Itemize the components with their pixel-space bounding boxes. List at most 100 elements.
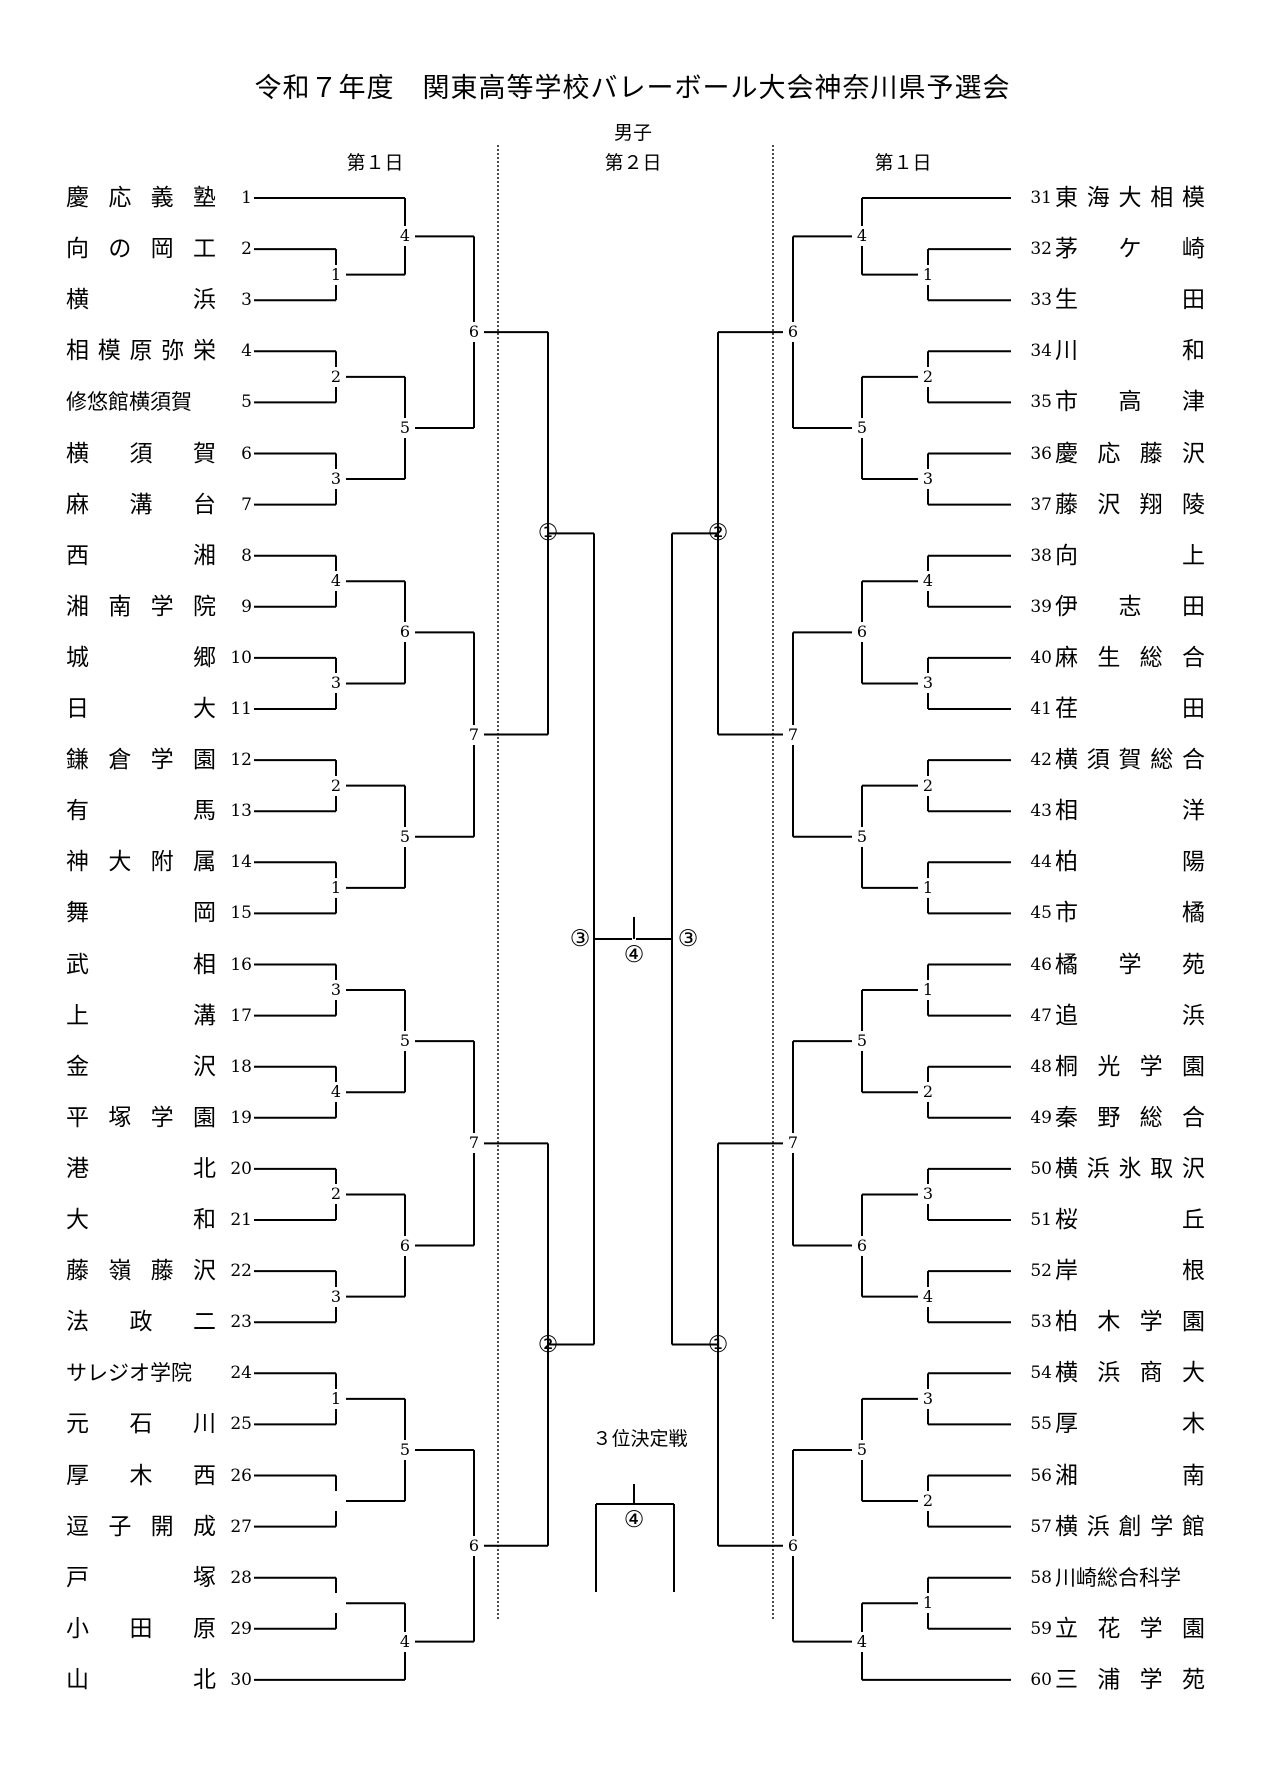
right-team-name: 川崎総合科学 xyxy=(1055,1565,1181,1590)
left-r1-match-number: 3 xyxy=(326,980,346,1001)
left-team-name: 上溝 xyxy=(66,1002,216,1029)
left-team-name: 元石川 xyxy=(66,1411,216,1438)
right-r2-match-number: 4 xyxy=(852,1631,872,1652)
right-team-name: 追浜 xyxy=(1055,1002,1205,1029)
left-r3-match-number: 6 xyxy=(464,1535,484,1556)
left-seed-number: 11 xyxy=(230,699,252,719)
right-seed-number: 48 xyxy=(1030,1056,1052,1077)
right-seed-number: 45 xyxy=(1030,903,1052,924)
right-seed-number: 52 xyxy=(1030,1261,1052,1282)
left-r2-match-number: 5 xyxy=(395,826,415,847)
right-seed-number: 58 xyxy=(1030,1567,1052,1588)
left-r1-match-number: 3 xyxy=(326,1286,346,1307)
left-seed-number: 1 xyxy=(241,188,252,208)
left-team-name: 日大 xyxy=(66,696,216,722)
right-team-name: 東海大相模 xyxy=(1055,185,1205,211)
right-seed-number: 54 xyxy=(1030,1363,1052,1384)
left-seed-number: 6 xyxy=(241,443,252,464)
right-r1-match-number: 3 xyxy=(918,1388,938,1409)
day1-left-header: 第１日 xyxy=(346,152,404,174)
left-r1-match-number xyxy=(326,1593,346,1614)
left-team-name: 横須賀 xyxy=(66,440,216,467)
left-seed-number: 3 xyxy=(241,290,252,311)
left-seed-number: 22 xyxy=(230,1261,252,1282)
left-r2-match-number: 5 xyxy=(395,1439,415,1460)
right-seed-number: 40 xyxy=(1030,647,1052,668)
left-seed-number: 14 xyxy=(230,852,252,873)
right-team-name: 桜丘 xyxy=(1055,1207,1205,1233)
left-seed-number: 10 xyxy=(230,647,252,668)
right-r3-match-number: 6 xyxy=(783,322,803,343)
left-team-name: 小田原 xyxy=(66,1615,216,1642)
right-r2-match-number: 5 xyxy=(852,826,872,847)
left-seed-number: 7 xyxy=(241,494,252,515)
left-r1-match-number: 3 xyxy=(326,673,346,694)
right-seed-number: 56 xyxy=(1030,1465,1052,1486)
right-seed-number: 55 xyxy=(1030,1414,1052,1435)
left-seed-number: 20 xyxy=(230,1158,252,1179)
right-team-name: 慶応藤沢 xyxy=(1055,440,1205,467)
left-team-name: 法政二 xyxy=(66,1309,216,1336)
right-seed-number: 35 xyxy=(1030,392,1052,413)
right-seed-number: 60 xyxy=(1030,1669,1052,1690)
left-seed-number: 15 xyxy=(230,903,252,924)
left-team-name: 戸塚 xyxy=(66,1564,216,1591)
left-team-name: 湘南学院 xyxy=(66,593,216,620)
left-r1-match-number: 1 xyxy=(326,1388,346,1409)
right-team-name: 伊志田 xyxy=(1055,593,1205,620)
left-seed-number: 25 xyxy=(230,1414,252,1435)
right-seed-number: 49 xyxy=(1030,1107,1052,1128)
left-team-name: 藤嶺藤沢 xyxy=(66,1258,216,1285)
right-team-name: 橘学苑 xyxy=(1055,951,1205,978)
right-team-name: 麻生総合 xyxy=(1055,644,1205,671)
left-r2-match-number: 5 xyxy=(395,417,415,438)
left-r3-match-number: 6 xyxy=(464,322,484,343)
left-seed-number: 5 xyxy=(241,392,252,413)
left-team-name: 向の岡工 xyxy=(66,236,216,263)
left-team-name: サレジオ学院 xyxy=(66,1361,192,1386)
left-r3-match-number: 7 xyxy=(464,724,484,745)
left-r2-match-number: 6 xyxy=(395,622,415,643)
left-team-name: 舞岡 xyxy=(66,900,216,927)
right-r1-match-number: 2 xyxy=(918,775,938,796)
right-r1-match-number: 4 xyxy=(918,571,938,592)
right-seed-number: 41 xyxy=(1030,699,1052,719)
right-r1-match-number: 1 xyxy=(918,1593,938,1614)
right-seed-number: 37 xyxy=(1030,494,1052,515)
third-place-match: ④ xyxy=(623,1507,645,1533)
right-seed-number: 42 xyxy=(1030,750,1052,771)
right-r1-match-number: 2 xyxy=(918,366,938,387)
right-team-name: 川和 xyxy=(1055,338,1205,365)
right-day2-match-2: ① xyxy=(707,1331,729,1358)
left-team-name: 鎌倉学園 xyxy=(66,747,216,774)
left-seed-number: 17 xyxy=(230,1005,252,1026)
left-r1-match-number: 2 xyxy=(326,775,346,796)
left-seed-number: 9 xyxy=(241,596,252,617)
right-r1-match-number: 2 xyxy=(918,1082,938,1103)
left-team-name: 有馬 xyxy=(66,798,216,825)
left-r2-match-number: 4 xyxy=(395,1631,415,1652)
left-day2-match-1: ① xyxy=(537,520,559,547)
right-team-name: 三浦学苑 xyxy=(1055,1666,1205,1693)
left-r1-match-number: 1 xyxy=(326,877,346,898)
left-seed-number: 2 xyxy=(241,239,252,260)
left-team-name: 大和 xyxy=(66,1207,216,1233)
left-team-name: 麻溝台 xyxy=(66,491,216,518)
right-team-name: 市橘 xyxy=(1055,900,1205,927)
left-team-name: 港北 xyxy=(66,1155,216,1182)
right-r2-match-number: 4 xyxy=(852,226,872,247)
right-seed-number: 33 xyxy=(1030,290,1052,311)
left-team-name: 厚木西 xyxy=(66,1462,216,1489)
right-seed-number: 46 xyxy=(1030,954,1052,975)
right-r2-match-number: 5 xyxy=(852,417,872,438)
right-team-name: 秦野総合 xyxy=(1055,1104,1205,1131)
right-seed-number: 43 xyxy=(1030,801,1052,822)
right-team-name: 藤沢翔陵 xyxy=(1055,491,1205,518)
left-r3-match-number: 7 xyxy=(464,1133,484,1154)
right-seed-number: 34 xyxy=(1030,341,1052,362)
right-team-name: 横浜商大 xyxy=(1055,1360,1205,1387)
left-r2-match-number: 5 xyxy=(395,1031,415,1052)
right-seed-number: 51 xyxy=(1030,1210,1052,1230)
right-r1-match-number: 1 xyxy=(918,264,938,285)
right-day2-match-1: ② xyxy=(707,520,729,547)
